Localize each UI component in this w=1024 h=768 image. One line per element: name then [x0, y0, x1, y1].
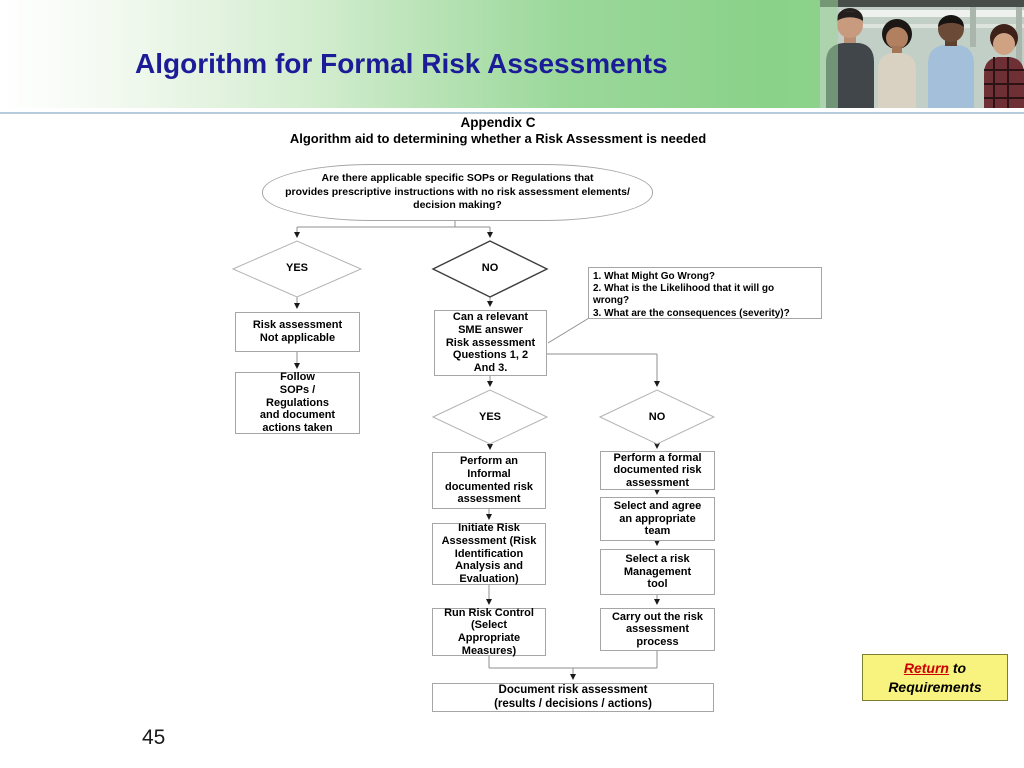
return-line-1: Return to [904, 659, 966, 677]
header-photo [820, 0, 1024, 108]
decision-label-no-1: NO [481, 262, 499, 274]
person-figure [878, 19, 916, 108]
node-start-question: Are there applicable specific SOPs or Re… [262, 164, 653, 221]
node-run-risk-control: Run Risk Control (Select Appropriate Mea… [432, 607, 546, 657]
return-line-2: Requirements [888, 678, 982, 695]
node-perform-formal: Perform a formal documented risk assessm… [600, 451, 715, 490]
return-to-requirements-button[interactable]: Return to Requirements [862, 654, 1008, 701]
slide-title: Algorithm for Formal Risk Assessments [135, 48, 668, 79]
node-risk-not-applicable: Risk assessment Not applicable [235, 312, 360, 352]
node-carry-out-process: Carry out the risk assessment process [600, 608, 715, 651]
node-perform-informal: Perform an Informal documented risk asse… [432, 452, 546, 509]
header-divider [0, 112, 1024, 114]
header-banner: Algorithm for Formal Risk Assessments [0, 0, 1024, 108]
node-initiate-risk-assessment: Initiate Risk Assessment (Risk Identific… [432, 522, 546, 585]
node-select-tool: Select a risk Management tool [600, 549, 715, 595]
return-to-word: to [949, 660, 967, 677]
appendix-heading: Appendix C [460, 115, 536, 130]
appendix-subheading: Algorithm aid to determining whether a R… [289, 131, 707, 146]
page-number: 45 [142, 726, 166, 749]
return-link[interactable]: Return [903, 660, 949, 677]
person-figure [928, 15, 974, 108]
decision-diamond-yes-1 [231, 240, 363, 298]
node-sme-question: Can a relevant SME answer Risk assessmen… [434, 310, 547, 376]
node-risk-questions-note: 1. What Might Go Wrong? 2. What is the L… [588, 267, 822, 319]
decision-label-yes-2: YES [478, 411, 501, 423]
decision-label-no-2: NO [648, 411, 666, 423]
connector-lines [294, 221, 660, 680]
decision-diamond-yes-2 [431, 389, 549, 445]
person-figure [984, 24, 1024, 108]
decision-diamond-no-1 [431, 240, 549, 298]
decision-diamond-no-2 [598, 389, 716, 445]
decision-label-yes-1: YES [285, 262, 308, 274]
node-select-team: Select and agree an appropriate team [600, 497, 715, 541]
node-document-assessment: Document risk assessment (results / deci… [432, 683, 714, 712]
node-follow-sops: Follow SOPs / Regulations and document a… [235, 371, 360, 434]
